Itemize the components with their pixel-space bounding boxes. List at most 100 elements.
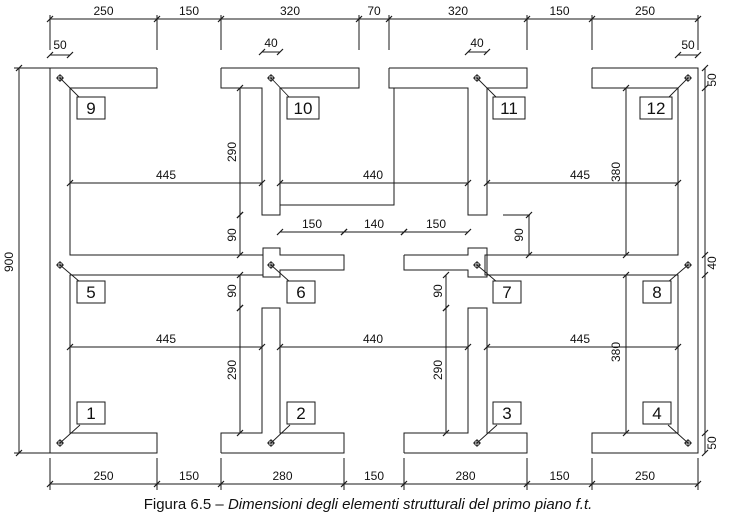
node-box xyxy=(492,280,522,304)
top-dimension-label: 70 xyxy=(367,4,381,18)
outline-left-frame xyxy=(49,67,264,454)
gap-label: 90 xyxy=(512,228,526,242)
node-number: 8 xyxy=(652,283,661,302)
dimension-tick xyxy=(340,228,348,236)
dimension-tick xyxy=(622,84,630,92)
span-label: 445 xyxy=(156,168,176,182)
node-leader xyxy=(59,77,81,99)
dimension-tick xyxy=(153,480,161,488)
node-number: 9 xyxy=(86,99,95,118)
node-box xyxy=(492,96,526,120)
node-number: 7 xyxy=(502,283,511,302)
offset-dimension-label: 50 xyxy=(53,38,67,52)
bottom-dimension-label: 250 xyxy=(635,469,655,483)
dimension-tick xyxy=(464,179,472,187)
wall-dimension-label: 40 xyxy=(470,36,484,50)
node-leader xyxy=(476,424,498,444)
dimension-tick xyxy=(236,211,244,219)
wall-dimension-label: 40 xyxy=(264,36,278,50)
dimension-tick xyxy=(46,480,54,488)
node-number: 6 xyxy=(296,283,305,302)
bottom-dimension-label: 150 xyxy=(549,469,569,483)
dimension-tick xyxy=(236,271,244,279)
dimension-tick xyxy=(276,228,284,236)
dimension-tick xyxy=(525,251,533,259)
node-leader xyxy=(270,264,291,283)
wall-height-label: 290 xyxy=(225,142,239,162)
dimension-tick xyxy=(701,271,709,279)
figure-caption: Figura 6.5 – Dimensioni degli elementi s… xyxy=(0,496,736,513)
dimension-tick xyxy=(701,251,709,259)
span-label: 440 xyxy=(363,168,383,182)
dimension-tick xyxy=(66,51,74,59)
mid-dimension-label: 140 xyxy=(364,217,384,231)
outline-mid-beam-right xyxy=(403,247,488,278)
node-box xyxy=(286,401,316,425)
dimension-tick xyxy=(674,343,682,351)
dimension-tick xyxy=(701,429,709,437)
top-dimension-label: 150 xyxy=(179,4,199,18)
bottom-dimension-label: 250 xyxy=(93,469,113,483)
dimension-tick xyxy=(464,343,472,351)
dimension-tick xyxy=(258,179,266,187)
node-leader xyxy=(476,264,498,283)
outline-inner-partition xyxy=(280,88,395,206)
dimension-tick xyxy=(464,48,472,56)
dimension-tick xyxy=(217,15,225,23)
mid-dimension-label: 150 xyxy=(302,217,322,231)
dimension-tick xyxy=(483,343,491,351)
dimension-tick xyxy=(622,251,630,259)
dimension-tick xyxy=(674,179,682,187)
node-leader xyxy=(667,264,689,283)
top-dimension-label: 150 xyxy=(549,4,569,18)
dimension-tick xyxy=(701,64,709,72)
dimension-tick xyxy=(46,51,54,59)
span-label: 445 xyxy=(156,332,176,346)
node-leader xyxy=(667,77,689,99)
top-dimension-label: 250 xyxy=(635,4,655,18)
dimension-tick xyxy=(523,15,531,23)
dimension-tick xyxy=(217,480,225,488)
dimension-tick xyxy=(622,429,630,437)
node-number: 2 xyxy=(296,404,305,423)
node-leader xyxy=(59,264,81,283)
dimension-tick xyxy=(276,343,284,351)
span-label: 445 xyxy=(570,168,590,182)
node-box xyxy=(642,401,672,425)
node-leader xyxy=(59,424,81,444)
bottom-dimension-label: 280 xyxy=(272,469,292,483)
wall-height-label: 290 xyxy=(225,360,239,380)
node-number: 11 xyxy=(500,99,518,118)
dimension-tick xyxy=(236,84,244,92)
node-number: 3 xyxy=(502,404,511,423)
dimension-tick xyxy=(46,15,54,23)
bottom-dimension-label: 280 xyxy=(455,469,475,483)
dimension-tick xyxy=(258,48,266,56)
dimension-tick xyxy=(442,304,450,312)
element-outlines xyxy=(49,67,699,454)
node-box xyxy=(492,401,522,425)
dimension-tick xyxy=(694,51,702,59)
gap-label: 90 xyxy=(431,284,445,298)
node-box xyxy=(286,280,316,304)
caption-label: Figura 6.5 – xyxy=(143,496,224,513)
dimension-tick xyxy=(400,480,408,488)
dimension-tick xyxy=(15,64,23,72)
node-box xyxy=(76,401,106,425)
dimension-tick xyxy=(588,15,596,23)
dimension-tick xyxy=(66,179,74,187)
dimension-tick xyxy=(385,15,393,23)
dimension-tick xyxy=(340,480,348,488)
right-dimension-label: 50 xyxy=(705,436,719,450)
dimension-tick xyxy=(464,228,472,236)
dimension-tick xyxy=(622,271,630,279)
node-box xyxy=(286,96,320,120)
dimension-tick xyxy=(66,343,74,351)
dimension-tick xyxy=(442,429,450,437)
node-box xyxy=(76,280,106,304)
node-leader xyxy=(476,77,498,99)
dimension-tick xyxy=(483,48,491,56)
node-leader xyxy=(270,424,291,444)
dimension-tick xyxy=(674,51,682,59)
